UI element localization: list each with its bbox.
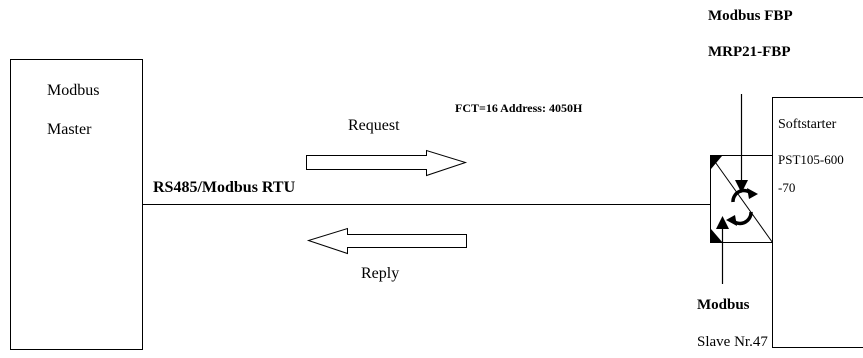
fbp-label-line1: Modbus FBP — [708, 8, 793, 24]
master-label-line2: Master — [47, 121, 92, 138]
fbp-in-arrow-head — [735, 180, 748, 193]
exchange-icon-head-bottom — [726, 215, 737, 226]
fbp-corner-triangle-bottom — [711, 229, 723, 243]
reply-label: Reply — [361, 265, 400, 282]
softstarter-label-line1: Softstarter — [778, 117, 837, 132]
bus-label: RS485/Modbus RTU — [153, 179, 296, 196]
master-label-line1: Modbus — [47, 82, 100, 99]
request-label: Request — [348, 117, 400, 134]
slave-arrow-head — [716, 216, 729, 229]
master-box — [10, 59, 143, 350]
softstarter-label-line3: -70 — [778, 180, 796, 195]
softstarter-label-line2: PST105-600 — [778, 153, 844, 166]
fbp-diagonal — [710, 155, 773, 243]
exchange-icon-head-top — [747, 188, 758, 199]
request-arrow — [306, 149, 468, 177]
slave-label-line2: Slave Nr.47 — [697, 334, 768, 350]
slave-label-line1: Modbus — [697, 297, 750, 313]
reply-arrow — [306, 227, 467, 255]
request-detail: FCT=16 Address: 4050H — [455, 101, 583, 115]
softstarter-box — [772, 97, 863, 348]
fbp-corner-triangle-top — [711, 156, 722, 169]
fbp-label-line2: MRP21-FBP — [708, 44, 791, 60]
